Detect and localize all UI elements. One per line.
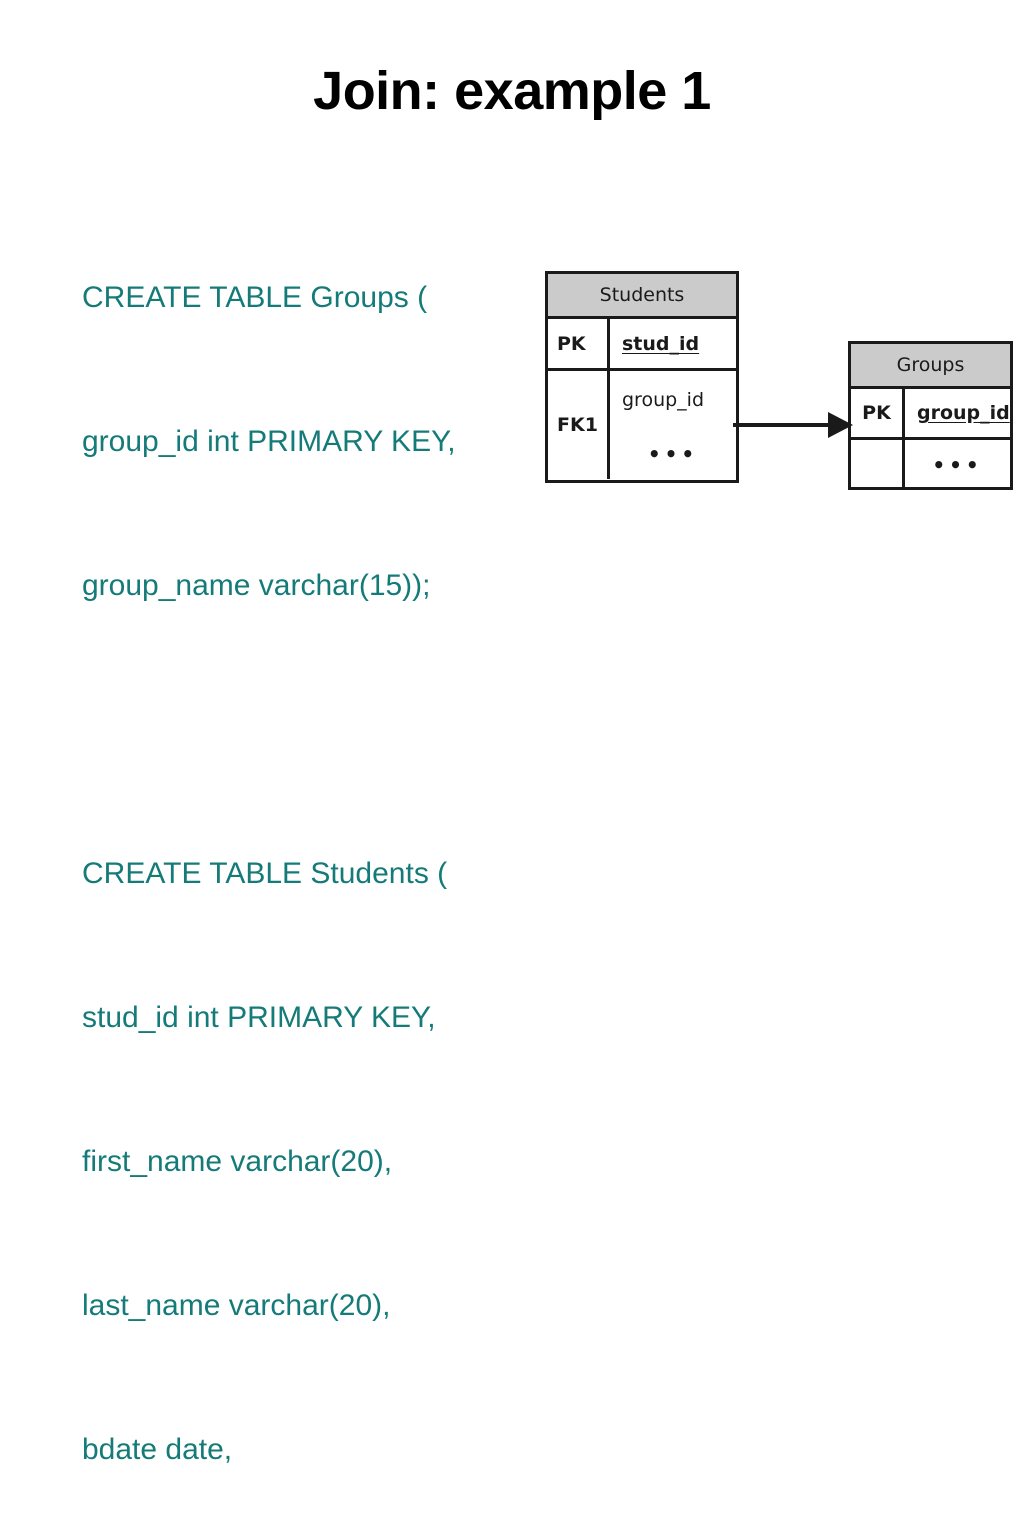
sql-line: CREATE TABLE Students (	[82, 857, 448, 890]
er-row-students-fk: FK1 group_id •••	[548, 371, 736, 479]
er-more-fields-icon: •••	[647, 441, 699, 466]
er-entity-students: Students PK stud_id FK1 group_id •••	[545, 271, 739, 483]
sql-line: group_name varchar(15));	[82, 569, 431, 602]
er-diagram: Students PK stud_id FK1 group_id ••• Gro…	[540, 262, 1024, 497]
sql-line: stud_id int PRIMARY KEY,	[82, 1001, 436, 1034]
sql-line: first_name varchar(20),	[82, 1145, 393, 1178]
er-key-label-blank	[851, 440, 905, 490]
er-field-stack-students: group_id •••	[610, 371, 736, 479]
sql-line: group_id int PRIMARY KEY,	[82, 425, 456, 458]
er-key-label-pk: PK	[851, 389, 905, 437]
sql-line: CREATE TABLE Groups (	[82, 281, 428, 314]
er-key-label-fk1: FK1	[548, 371, 610, 479]
sql-line: bdate date,	[82, 1433, 233, 1466]
er-key-label-pk: PK	[548, 319, 610, 368]
er-field-group-id: group_id	[917, 402, 1010, 424]
page-title: Join: example 1	[313, 61, 711, 121]
fk-relationship-arrow-icon	[733, 412, 853, 438]
er-entity-groups-title: Groups	[851, 344, 1010, 389]
er-more-fields-icon: •••	[932, 453, 983, 477]
er-row-groups-pk: PK group_id	[851, 389, 1010, 440]
sql-line: last_name varchar(20),	[82, 1289, 391, 1322]
er-row-groups-more: •••	[851, 440, 1010, 490]
er-entity-students-title: Students	[548, 274, 736, 319]
sql-line-blank	[82, 706, 882, 754]
er-row-students-pk: PK stud_id	[548, 319, 736, 371]
er-field-stud-id: stud_id	[622, 332, 700, 355]
er-field-group-id: group_id	[622, 388, 705, 411]
er-entity-groups: Groups PK group_id •••	[848, 341, 1013, 490]
